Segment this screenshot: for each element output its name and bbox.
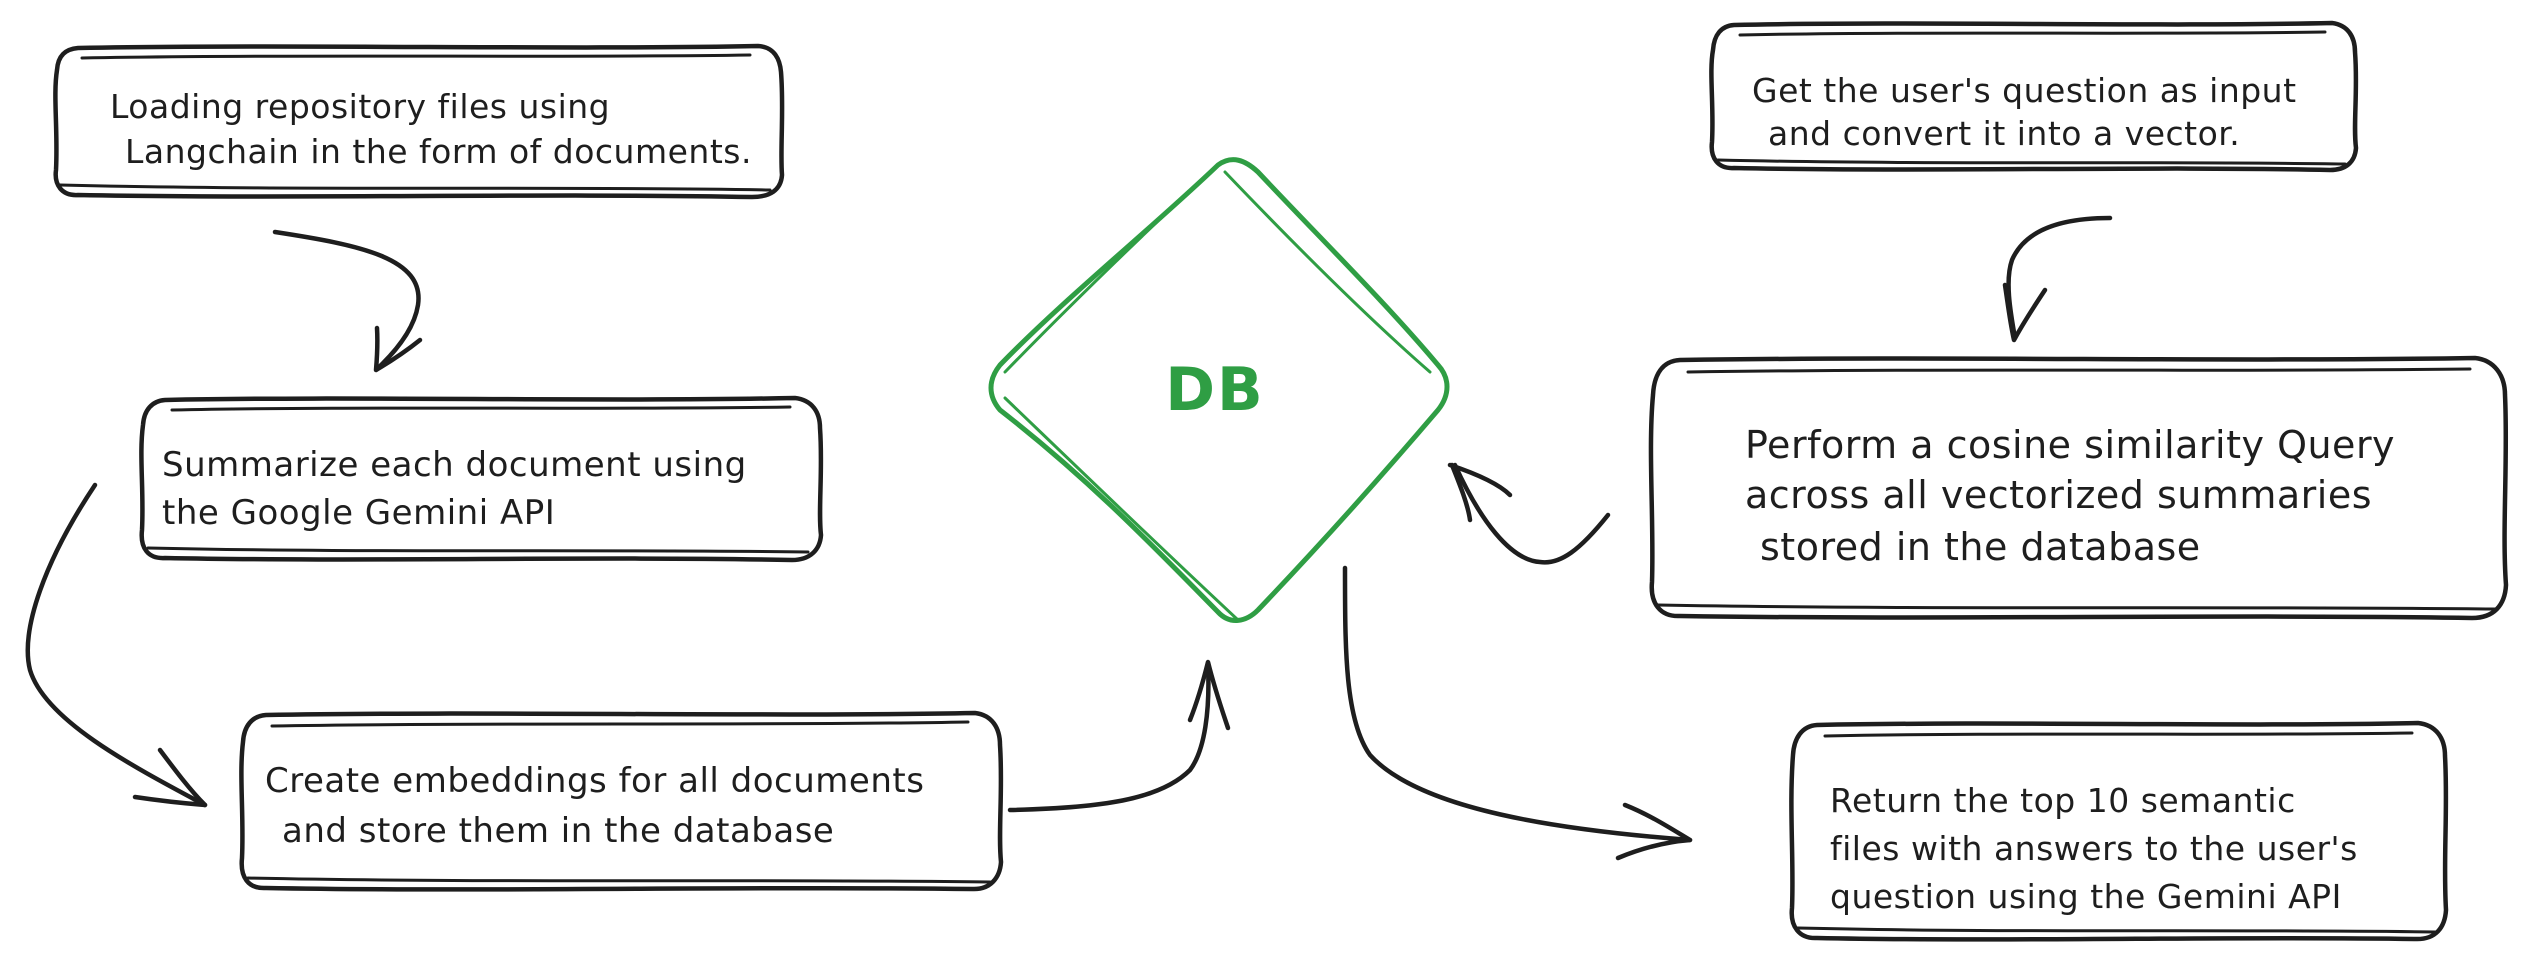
arrow-db-to-results xyxy=(1342,565,1693,861)
arrow-embeddings-to-db xyxy=(1007,659,1231,813)
user-question-text: Get the user's question as input and con… xyxy=(1752,71,2308,153)
return-results-line-2: files with answers to the user's xyxy=(1830,829,2358,868)
cosine-query-text: Perform a cosine similarity Query across… xyxy=(1745,423,2408,569)
summarize-node[interactable]: Summarize each document using the Google… xyxy=(139,395,824,563)
arrow-question-to-query xyxy=(2002,215,2113,343)
arrow-summarize-to-embeddings xyxy=(25,482,208,808)
embeddings-node[interactable]: Create embeddings for all documents and … xyxy=(239,710,1004,892)
return-results-line-3: question using the Gemini API xyxy=(1830,877,2342,916)
db-node[interactable]: DB xyxy=(988,157,1450,623)
cosine-query-line-3: stored in the database xyxy=(1760,525,2201,569)
load-docs-text: Loading repository files using Langchain… xyxy=(110,87,752,171)
summarize-line-2: the Google Gemini API xyxy=(162,493,555,533)
load-docs-node[interactable]: Loading repository files using Langchain… xyxy=(53,43,785,200)
return-results-line-1: Return the top 10 semantic xyxy=(1830,781,2296,820)
db-label: DB xyxy=(1165,355,1265,425)
return-results-node[interactable]: Return the top 10 semantic files with an… xyxy=(1789,720,2449,942)
cosine-query-node[interactable]: Perform a cosine similarity Query across… xyxy=(1648,355,2509,621)
cosine-query-line-1: Perform a cosine similarity Query xyxy=(1745,423,2395,467)
user-question-node[interactable]: Get the user's question as input and con… xyxy=(1709,20,2359,173)
summarize-line-1: Summarize each document using xyxy=(162,445,747,485)
arrow-query-to-db xyxy=(1447,462,1611,565)
embeddings-line-2: and store them in the database xyxy=(282,811,834,851)
return-results-text: Return the top 10 semantic files with an… xyxy=(1830,781,2369,916)
arrow-load-to-summarize xyxy=(272,229,423,373)
user-question-line-2: and convert it into a vector. xyxy=(1768,114,2240,153)
load-docs-line-2: Langchain in the form of documents. xyxy=(125,132,752,171)
cosine-query-line-2: across all vectorized summaries xyxy=(1745,473,2372,517)
load-docs-line-1: Loading repository files using xyxy=(110,87,610,126)
embeddings-line-1: Create embeddings for all documents xyxy=(265,761,924,801)
summarize-text: Summarize each document using the Google… xyxy=(162,445,758,533)
embeddings-text: Create embeddings for all documents and … xyxy=(265,761,936,851)
user-question-line-1: Get the user's question as input xyxy=(1752,71,2297,110)
